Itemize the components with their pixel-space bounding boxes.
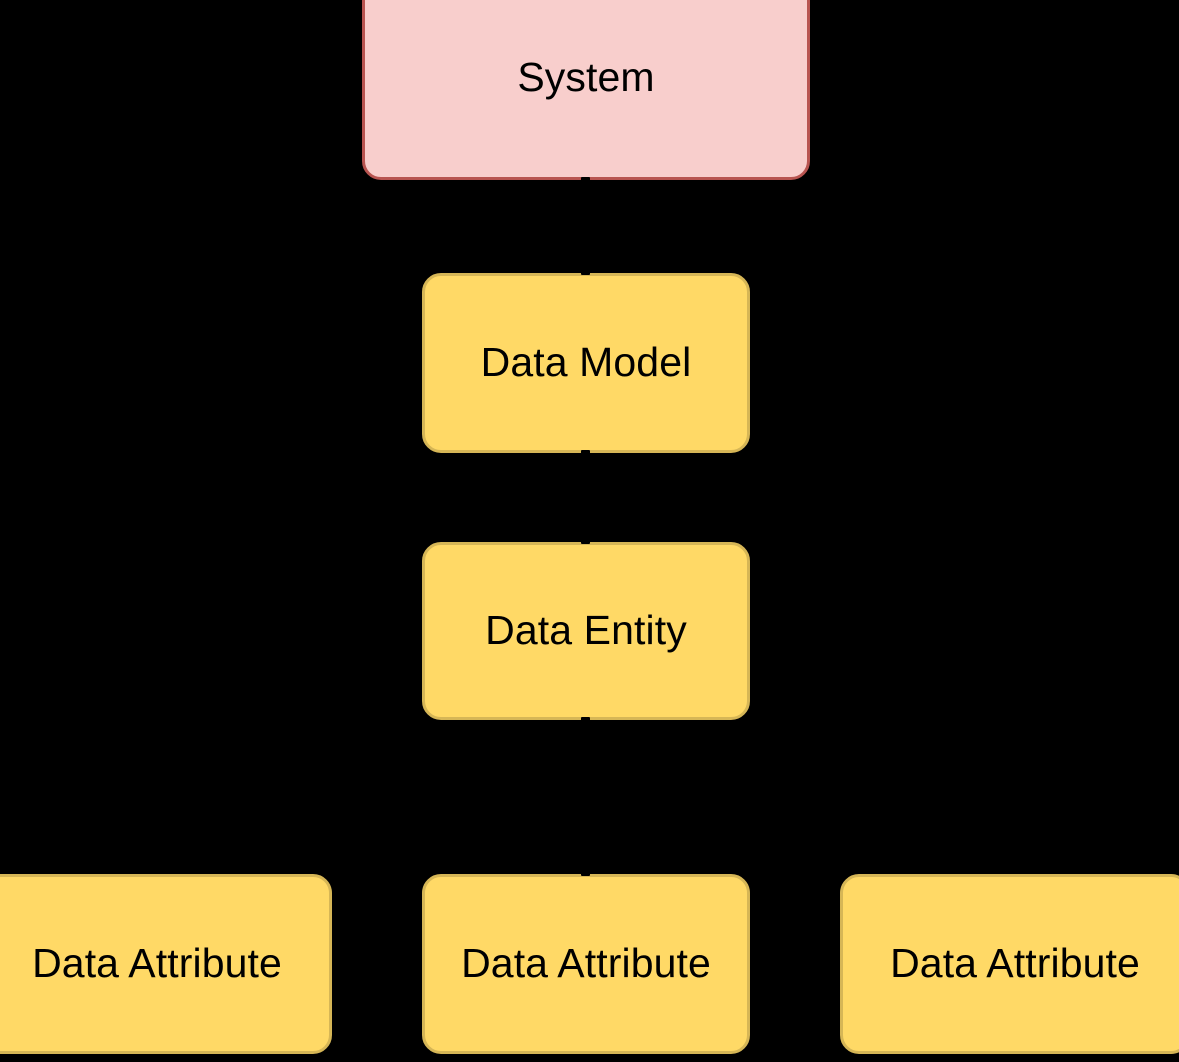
connector-stub-data-model-top [581,271,590,275]
node-data-attribute-3[interactable]: Data Attribute [840,874,1179,1054]
connector-stub-data-attribute-2-top [581,872,590,876]
node-data-model-label: Data Model [480,339,692,386]
edge-data-entity-to-data-attribute-3 [584,720,1017,874]
node-data-attribute-3-label: Data Attribute [890,940,1140,987]
node-data-attribute-1-label: Data Attribute [32,940,282,987]
node-data-model[interactable]: Data Model [422,273,750,453]
connector-stub-data-entity-top [581,540,590,544]
connector-stub-data-model-bottom [581,450,590,454]
node-data-entity[interactable]: Data Entity [422,542,750,720]
connector-stub-system-bottom [581,177,590,181]
node-data-attribute-2[interactable]: Data Attribute [422,874,750,1054]
node-data-attribute-2-label: Data Attribute [461,940,711,987]
node-system-label: System [517,54,655,101]
edge-data-entity-to-data-attribute-1 [155,720,588,874]
node-data-attribute-1[interactable]: Data Attribute [0,874,332,1054]
node-data-entity-label: Data Entity [485,607,687,654]
node-system[interactable]: System [362,0,810,180]
connector-stub-data-entity-bottom [581,717,590,721]
